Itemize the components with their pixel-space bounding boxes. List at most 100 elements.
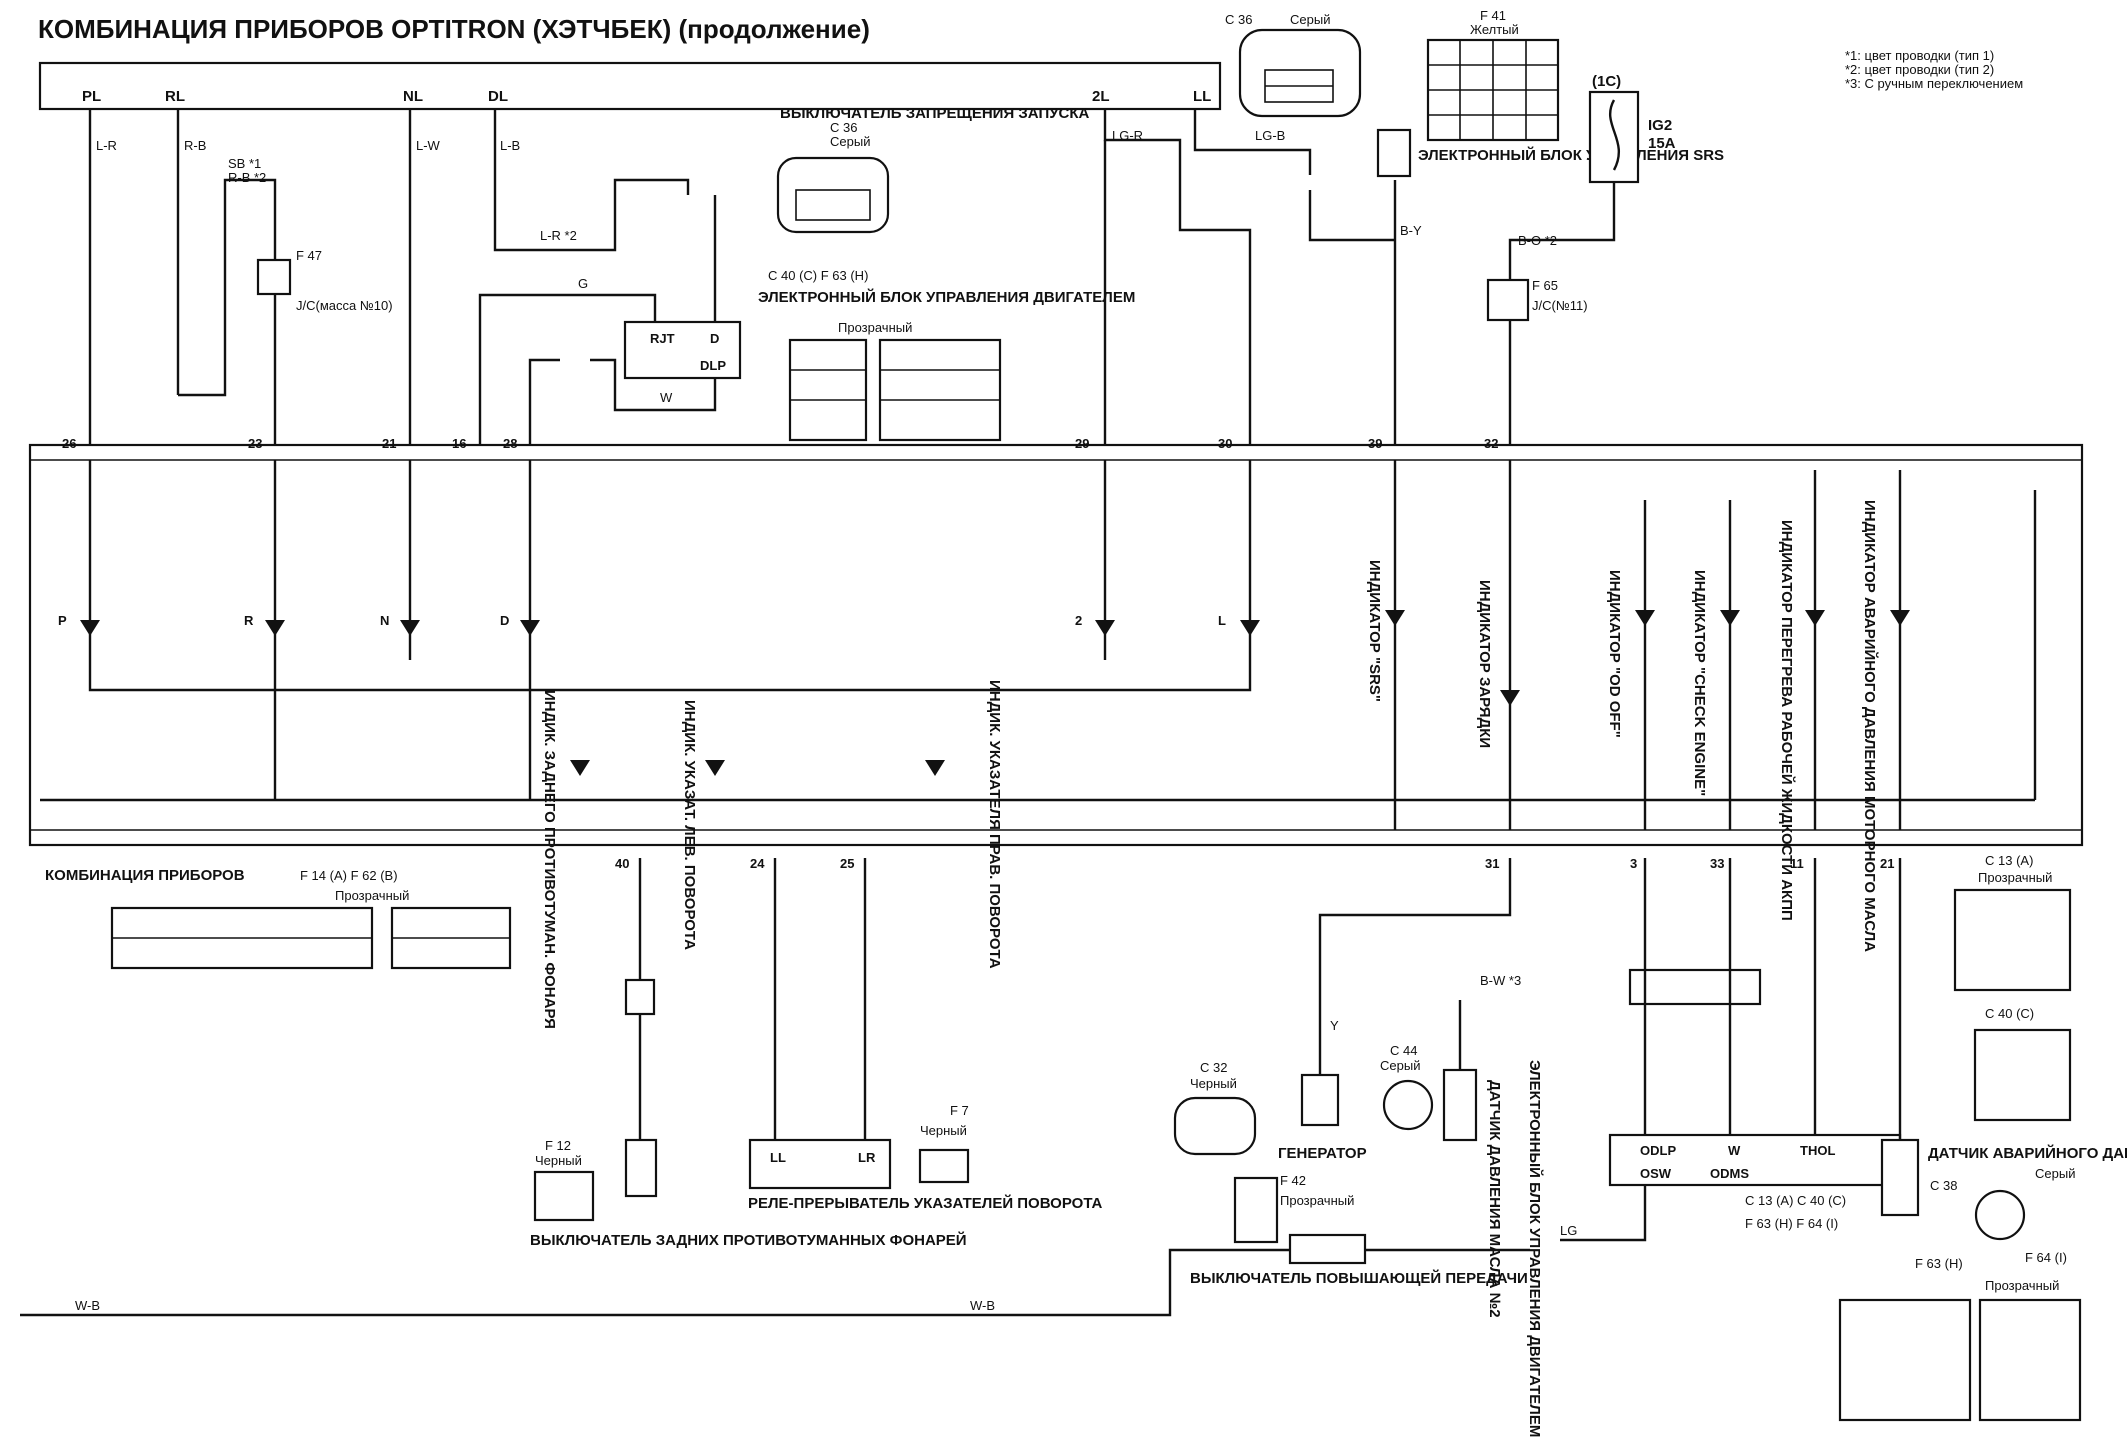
diagram-title: КОМБИНАЦИЯ ПРИБОРОВ OPTITRON (ХЭТЧБЕК) (… — [38, 14, 870, 44]
f65-label: F 65 — [1532, 278, 1558, 293]
terminal-2l: 2L — [1092, 88, 1110, 105]
ecu-pin-d: D — [710, 331, 719, 346]
terminal-ll: LL — [1193, 88, 1211, 105]
cluster-bottom-pins: 40 24 25 31 3 33 11 21 — [615, 856, 1894, 871]
pin-39: 39 — [1368, 436, 1382, 451]
pin-16: 16 — [452, 436, 466, 451]
flasher-label: РЕЛЕ-ПРЕРЫВАТЕЛЬ УКАЗАТЕЛЕЙ ПОВОРОТА — [748, 1194, 1103, 1212]
c38-color: Серый — [2035, 1166, 2075, 1181]
fuse-ig2 — [1588, 90, 1640, 184]
f42-connector — [1233, 1176, 1279, 1244]
wire-wb-1: W-B — [75, 1298, 100, 1313]
c32-connector — [1173, 1096, 1257, 1156]
oil-indicator-label: ИНДИКАТОР АВАРИЙНОГО ДАВЛЕНИЯ МОТОРНОГО … — [1861, 500, 1879, 952]
jc-mass-10 — [256, 258, 292, 296]
cluster-body — [28, 443, 2084, 847]
ind-r: R — [244, 613, 254, 628]
oil-sensor-2-label: ДАТЧИК ДАВЛЕНИЯ МАСЛА №2 — [1486, 1080, 1503, 1318]
right-turn-indicator-label: ИНДИК. УКАЗАТЕЛЯ ПРАВ. ПОВОРОТА — [986, 680, 1003, 969]
left-turn-indicator-label: ИНДИК. УКАЗАТ. ЛЕВ. ПОВОРОТА — [681, 700, 698, 950]
pin-40: 40 — [615, 856, 629, 871]
engine-ecu-conn-b — [878, 338, 1002, 442]
wires-middle — [1103, 109, 1616, 445]
pin-23: 23 — [248, 436, 262, 451]
f42-color: Прозрачный — [1280, 1193, 1354, 1208]
f63-ref: F 63 (H) — [1915, 1256, 1963, 1271]
sb-bo2: B-O *2 — [1518, 233, 1557, 248]
pin-11: 11 — [1790, 856, 1804, 871]
c32-color: Черный — [1190, 1076, 1237, 1091]
generator — [1300, 1073, 1340, 1127]
cluster-conn-color: Прозрачный — [335, 888, 409, 903]
top-bus — [38, 61, 1222, 111]
relay-pin-ll: LL — [770, 1150, 786, 1165]
note-3: *3: С ручным переключением — [1845, 76, 2023, 91]
c36-color: Серый — [1290, 12, 1330, 27]
note-2: *2: цвет проводки (тип 2) — [1845, 62, 1994, 77]
ecu-refs-2: F 63 (H) F 64 (I) — [1745, 1216, 1838, 1231]
wire-rb: R-B — [184, 138, 206, 153]
ecu-pin-odlp: ODLP — [1640, 1143, 1676, 1158]
pin-24: 24 — [750, 856, 765, 871]
cluster-internal-wires — [40, 460, 2037, 830]
sb-1: SB *1 — [228, 156, 261, 171]
f41-label: F 41 — [1480, 8, 1506, 23]
terminal-pl: PL — [82, 88, 101, 105]
c32-label: C 32 — [1200, 1060, 1227, 1075]
cluster-top-pins: 26 23 21 16 28 29 30 39 32 — [62, 436, 1498, 451]
f7-color: Черный — [920, 1123, 967, 1138]
indicator-letters: P R N D 2 L — [58, 613, 1226, 628]
sb-rb2: R-B *2 — [228, 170, 266, 185]
atf-temp-indicator-label: ИНДИКАТОР ПЕРЕГРЕВА РАБОЧЕЙ ЖИДКОСТИ АКП… — [1778, 520, 1796, 921]
ind-p: P — [58, 613, 67, 628]
ecu-pin-dlp: DLP — [700, 358, 726, 373]
engine-ecu-color: Прозрачный — [838, 320, 912, 335]
cluster-label: КОМБИНАЦИЯ ПРИБОРОВ — [45, 867, 245, 884]
top-bus-terminals: PL RL NL DL 2L LL — [82, 88, 1211, 105]
c40-f63-refs: C 40 (C) F 63 (H) — [768, 268, 868, 283]
note-1: *1: цвет проводки (тип 1) — [1845, 48, 1994, 63]
od-off-indicator-label: ИНДИКАТОР "OD OFF" — [1606, 570, 1623, 738]
rear-fog-indicator-label: ИНДИК. ЗАДНЕГО ПРОТИВОТУМАН. ФОНАРЯ — [541, 690, 558, 1029]
f64-connector — [1978, 1298, 2082, 1422]
flasher-relay — [748, 1138, 892, 1190]
od-switch — [1288, 1233, 1367, 1265]
wires-ecu — [1560, 858, 1902, 1242]
c36-label-2: C 36 — [830, 120, 857, 135]
ecu-box-rjt — [623, 320, 742, 380]
c36-connector-top — [1238, 28, 1362, 118]
fuse-name: IG2 — [1648, 117, 1672, 134]
relay-pin-lr: LR — [858, 1150, 876, 1165]
jc-mass-10-label: J/C(масса №10) — [296, 298, 393, 313]
wires-left — [88, 109, 717, 445]
wire-w: W — [660, 390, 673, 405]
f7-label: F 7 — [950, 1103, 969, 1118]
jc-mass-10-c — [1628, 968, 1762, 1006]
f12-label: F 12 — [545, 1138, 571, 1153]
c13-label: C 13 (A) — [1985, 853, 2033, 868]
srs-ecu-label: ЭЛЕКТРОННЫЙ БЛОК УПРАВЛЕНИЯ SRS — [1418, 146, 1724, 164]
charge-indicator-label: ИНДИКАТОР ЗАРЯДКИ — [1476, 580, 1493, 748]
c44-color: Серый — [1380, 1058, 1420, 1073]
od-switch-label: ВЫКЛЮЧАТЕЛЬ ПОВЫШАЮЩЕЙ ПЕРЕДАЧИ — [1190, 1269, 1528, 1287]
wire-lgr: LG-R — [1112, 128, 1143, 143]
pin-28: 28 — [503, 436, 517, 451]
wire-lgb: LG-B — [1255, 128, 1285, 143]
pin-21: 21 — [382, 436, 396, 451]
wires-generator — [1318, 858, 1512, 1075]
pin-25: 25 — [840, 856, 854, 871]
pin-26: 26 — [62, 436, 76, 451]
terminal-rl: RL — [165, 88, 185, 105]
ecu-pin-odms: ODMS — [1710, 1166, 1749, 1181]
engine-ecu-conn-a — [788, 338, 868, 442]
pin-29: 29 — [1075, 436, 1089, 451]
ind-2: 2 — [1075, 613, 1082, 628]
srs-indicator-label: ИНДИКАТОР "SRS" — [1366, 560, 1383, 702]
wire-by: B-Y — [1400, 223, 1422, 238]
ecu-pin-osw: OSW — [1640, 1166, 1672, 1181]
jc-11 — [1486, 278, 1530, 322]
wires-bottom-left — [638, 858, 867, 1140]
wire-wb-2: W-B — [970, 1298, 995, 1313]
c40-connector — [1973, 1028, 2072, 1122]
